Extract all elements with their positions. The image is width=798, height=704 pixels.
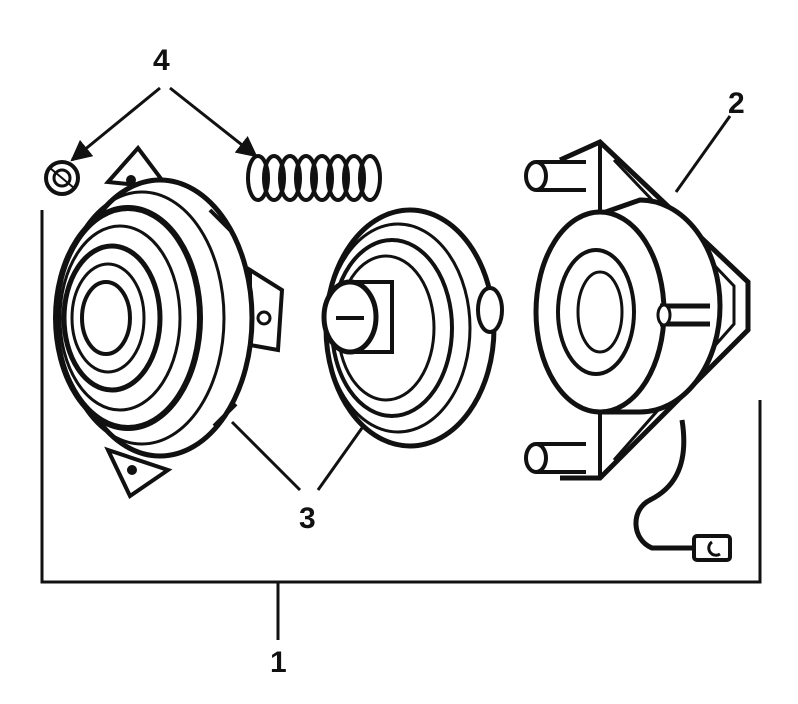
- assembly-bracket: [40, 210, 762, 640]
- callout-1: 1: [270, 646, 287, 679]
- coil-spring: [246, 154, 382, 202]
- callout-2: 2: [728, 87, 745, 120]
- pulley-housing: [53, 144, 285, 499]
- callout-3: 3: [299, 502, 316, 535]
- leader-lines: [70, 86, 732, 492]
- hub-assembly: [321, 207, 504, 449]
- field-coil-assembly: [524, 139, 751, 562]
- callout-4: 4: [153, 44, 170, 77]
- retaining-nut: [44, 160, 80, 196]
